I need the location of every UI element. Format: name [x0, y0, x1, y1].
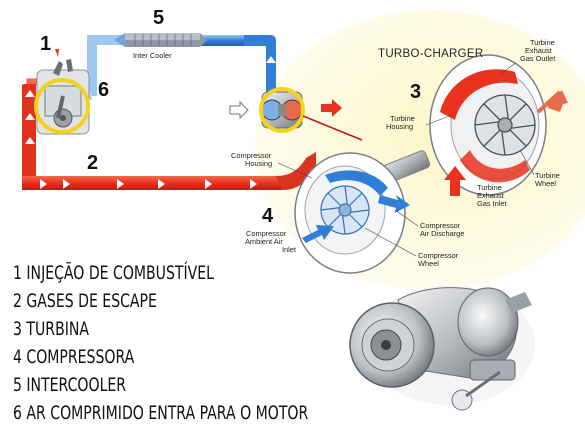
legend-list: 1 INJEÇÃO DE COMBUSTÍVEL 2 GASES DE ESCA… [13, 259, 308, 427]
number-6: 6 [98, 79, 109, 101]
red-arrow-right [321, 99, 342, 117]
turbocharger-photo [349, 285, 535, 411]
compressor-air-discharge-label: Compressor Air Discharge [420, 221, 464, 238]
legend-item-3: 3 TURBINA [13, 318, 90, 340]
number-3: 3 [410, 81, 421, 103]
exhaust-outlet-arrow [548, 90, 568, 112]
turbocharger-cutaway [294, 54, 568, 274]
compressor-wheel-label: Compressor Wheel [418, 251, 460, 268]
number-1: 1 [40, 33, 51, 55]
diagram-numbers: 1 2 3 4 5 6 [40, 7, 421, 227]
turbine-wheel [474, 94, 536, 156]
legend-item-4: 4 COMPRESSORA [13, 346, 135, 368]
inter-cooler-label: Inter Cooler [133, 51, 172, 60]
legend-item-5: 5 INTERCOOLER [13, 374, 127, 396]
number-4: 4 [262, 205, 274, 227]
exhaust-inlet-arrow [444, 166, 466, 196]
leader-lines [277, 62, 535, 257]
highlight-ring-turbo [259, 87, 305, 133]
turbine-exhaust-gas-inlet-label: Turbine Exhaust Gas Inlet [477, 183, 507, 208]
turbine-exhaust-gas-outlet-label: Turbine Exhaust Gas Outlet [520, 38, 557, 63]
legend-item-6: 6 AR COMPRIMIDO ENTRA PARA O MOTOR [13, 402, 309, 424]
number-5: 5 [153, 7, 164, 29]
legend-item-1: 1 INJEÇÃO DE COMBUSTÍVEL [13, 262, 214, 284]
compressor-wheel [320, 185, 370, 235]
turbine-housing-label: Turbine Housing [386, 114, 417, 131]
turbo-unit-small [261, 91, 303, 129]
turbocharger-title: TURBO-CHARGER [378, 48, 484, 60]
outline-arrow-left [229, 100, 249, 120]
compressor-housing-label: Compressor Housing [231, 151, 273, 168]
highlight-ring-engine [34, 78, 90, 134]
air-discharge-arrow [378, 195, 410, 213]
intercooler [114, 33, 207, 47]
number-2: 2 [87, 152, 98, 174]
turbine-wheel-label: Turbine Wheel [535, 171, 562, 188]
connector-line [302, 115, 363, 141]
legend-item-2: 2 GASES DE ESCAPE [13, 290, 157, 312]
air-inlet-arrow [302, 225, 334, 243]
compressor-ambient-air-inlet-label: Compressor Ambient Air Inlet [245, 229, 296, 254]
